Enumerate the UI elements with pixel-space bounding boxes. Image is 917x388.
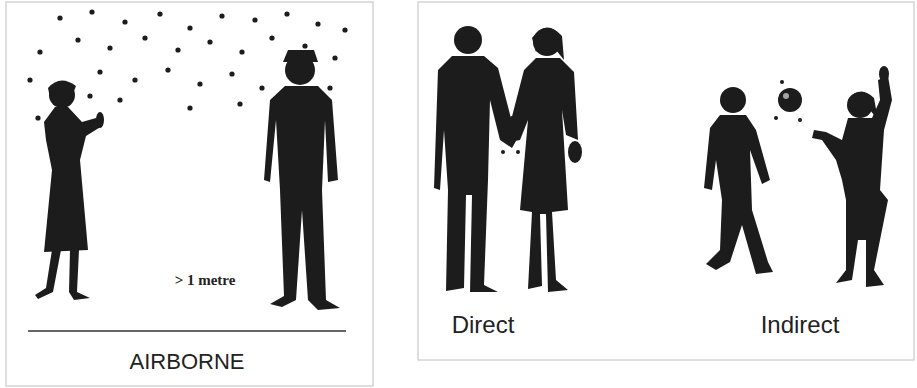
body <box>508 58 578 292</box>
droplet <box>57 15 62 20</box>
droplet <box>302 43 307 48</box>
girl-silhouette <box>812 66 892 287</box>
ball-shape <box>778 88 802 112</box>
hand <box>879 66 889 82</box>
droplet <box>37 49 42 54</box>
speck <box>503 122 508 127</box>
droplet <box>175 47 180 52</box>
body <box>264 86 340 310</box>
droplet <box>239 49 244 54</box>
droplet <box>342 27 347 32</box>
droplet <box>89 9 94 14</box>
handbag <box>568 141 582 163</box>
droplet <box>75 37 80 42</box>
distance-label: > 1 metre <box>175 272 236 289</box>
body <box>704 115 773 274</box>
droplet <box>284 11 289 16</box>
speck <box>780 80 784 84</box>
droplet <box>269 35 274 40</box>
droplet <box>165 67 170 72</box>
droplet <box>97 69 102 74</box>
droplet <box>132 77 137 82</box>
underline <box>28 330 346 332</box>
germ-specks <box>501 116 520 154</box>
hair <box>532 27 564 60</box>
droplet <box>315 21 320 26</box>
speck <box>774 116 778 120</box>
droplet <box>332 55 337 60</box>
droplet <box>252 17 257 22</box>
droplet <box>122 19 127 24</box>
droplet <box>187 105 192 110</box>
leg <box>35 250 61 299</box>
panel-frame <box>418 2 914 360</box>
droplet <box>142 35 147 40</box>
head <box>720 87 746 113</box>
speck <box>501 150 505 154</box>
droplet <box>117 97 122 102</box>
droplet <box>197 81 202 86</box>
head <box>454 26 482 54</box>
panel-caption: AIRBORNE <box>130 350 245 374</box>
ball <box>774 80 802 122</box>
panel-caption: Indirect <box>761 312 840 338</box>
droplet <box>35 115 40 120</box>
hair <box>48 80 76 98</box>
droplet <box>187 25 192 30</box>
droplet <box>107 45 112 50</box>
speck <box>516 150 520 154</box>
droplet <box>237 101 242 106</box>
droplet <box>327 85 332 90</box>
panel-caption: Direct <box>452 312 515 338</box>
droplet <box>87 93 92 98</box>
leg <box>69 250 90 300</box>
hat <box>283 50 318 62</box>
woman-silhouette <box>508 27 582 292</box>
droplet <box>229 71 234 76</box>
man-silhouette <box>434 26 520 292</box>
body <box>812 76 892 287</box>
boy-silhouette <box>704 87 773 274</box>
droplet <box>27 77 32 82</box>
panel-frame <box>6 2 373 386</box>
ball-shine <box>783 93 789 99</box>
hand <box>96 112 104 128</box>
speck <box>798 118 802 122</box>
droplet <box>259 85 264 90</box>
droplet <box>157 11 162 16</box>
speck <box>510 116 514 120</box>
droplet <box>207 39 212 44</box>
man-silhouette <box>264 50 340 310</box>
body <box>434 56 520 292</box>
droplet <box>219 13 224 18</box>
woman-silhouette <box>35 80 104 300</box>
body <box>44 107 102 252</box>
